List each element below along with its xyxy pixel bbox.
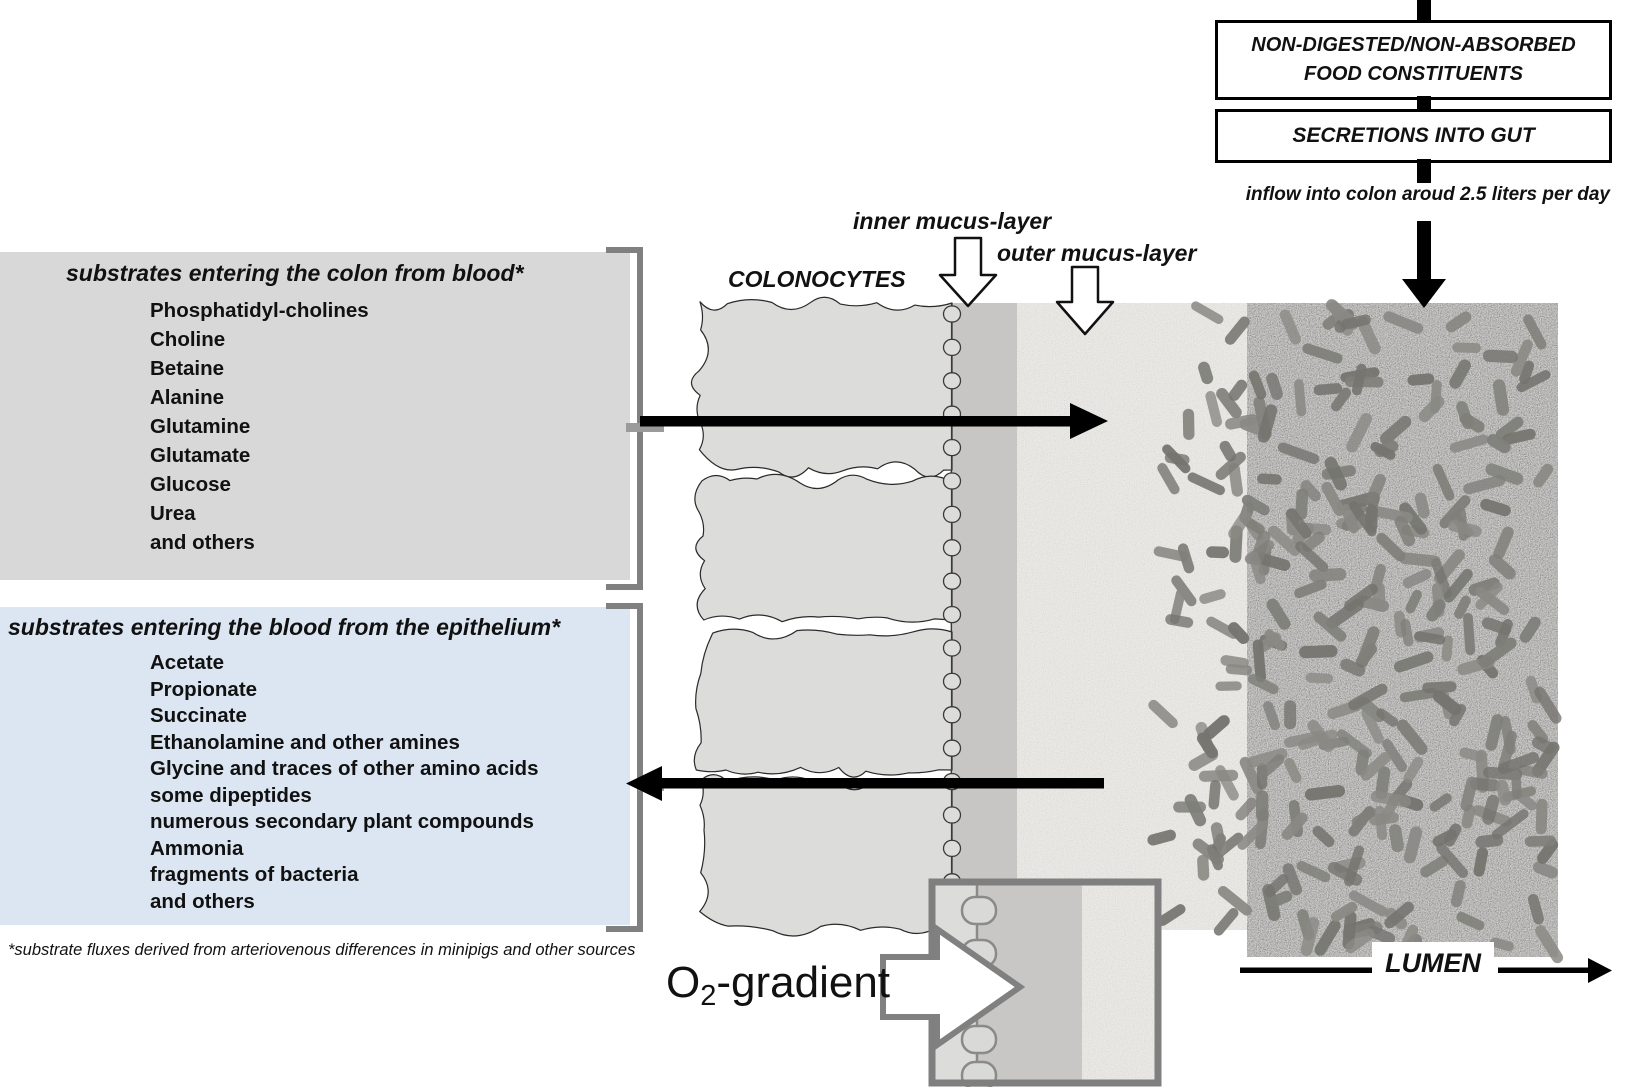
list-item: Glutamine xyxy=(150,415,251,438)
list-item: Urea xyxy=(150,502,196,525)
blood-to-colon-panel: substrates entering the colon from blood… xyxy=(0,252,630,580)
mucus-and-lumen-regions xyxy=(950,303,1558,957)
o2-gradient-arrow xyxy=(880,923,1026,1051)
list-item: Acetate xyxy=(150,651,225,674)
list-item: Glucose xyxy=(150,473,231,496)
epithelium-to-blood-panel: substrates entering the blood from the e… xyxy=(0,607,630,925)
outer-mucus-label: outer mucus-layer xyxy=(997,240,1197,266)
list-item: numerous secondary plant compounds xyxy=(150,810,534,833)
lumen-label: LUMEN xyxy=(1385,947,1481,978)
epithelium-panel-title: substrates entering the blood from the e… xyxy=(8,614,561,640)
lumen-to-blood-arrow xyxy=(626,766,1104,801)
list-item: fragments of bacteria xyxy=(150,863,359,886)
o2-gradient-label: O2-gradient xyxy=(666,958,890,1013)
list-item: Phosphatidyl-cholines xyxy=(150,299,369,322)
list-item: Glutamate xyxy=(150,444,251,467)
lumen-label-patch: LUMEN xyxy=(1372,942,1494,984)
outer-mucus-arrow xyxy=(1055,265,1115,336)
arrow-tail-fragment xyxy=(638,782,664,791)
list-item: Choline xyxy=(150,328,226,351)
secretions-into-gut-label: SECRETIONS INTO GUT xyxy=(1292,123,1535,147)
colonocyte-cell xyxy=(694,473,953,623)
o2-subscript: 2 xyxy=(700,980,717,1012)
footnote: *substrate fluxes derived from arteriove… xyxy=(8,941,636,959)
inset-inner-mucus xyxy=(977,882,1082,1083)
list-item: Ethanolamine and other amines xyxy=(150,730,460,754)
colonocyte-cell xyxy=(690,296,953,478)
bacteria-layer xyxy=(1147,299,1564,964)
list-item: Succinate xyxy=(150,704,247,727)
secretions-into-gut-box: SECRETIONS INTO GUT xyxy=(1215,109,1612,163)
list-item: Propionate xyxy=(150,677,258,701)
lumen-texture xyxy=(1247,303,1558,957)
inner-mucus-arrow xyxy=(938,236,998,308)
inset-brush-border xyxy=(960,895,998,1087)
colonocytes-cells xyxy=(690,296,953,937)
o2-inset-box xyxy=(928,878,1162,1087)
colonocyte-cell xyxy=(693,628,953,778)
list-item: Alanine xyxy=(150,386,225,409)
list-item: Ammonia xyxy=(150,836,244,860)
outer-mucus-region xyxy=(1017,303,1247,930)
arrow-tail-fragment xyxy=(626,423,664,432)
blood-to-lumen-arrow xyxy=(626,403,1108,439)
non-digested-food-line2: FOOD CONSTITUENTS xyxy=(1304,63,1523,85)
list-item: and others xyxy=(150,531,255,554)
list-item: Glycine and traces of other amino acids xyxy=(150,757,539,780)
colonocyte-cell xyxy=(699,774,953,937)
inset-outer-mucus xyxy=(1082,882,1158,1083)
non-digested-food-line1: NON-DIGESTED/NON-ABSORBED xyxy=(1251,34,1576,56)
o2-rest: -gradient xyxy=(716,958,891,1007)
inner-mucus-label: inner mucus-layer xyxy=(853,208,1052,234)
inflow-caption: inflow into colon aroud 2.5 liters per d… xyxy=(1245,184,1610,205)
non-digested-food-box: NON-DIGESTED/NON-ABSORBED FOOD CONSTITUE… xyxy=(1215,20,1612,100)
o2-base: O xyxy=(666,958,701,1007)
colonocytes-label: COLONOCYTES xyxy=(728,266,906,292)
list-item: and others xyxy=(150,889,255,913)
list-item: some dipeptides xyxy=(150,783,312,807)
brush-border-microvilli xyxy=(942,305,962,924)
list-item: Betaine xyxy=(150,357,225,380)
inner-mucus-region xyxy=(950,303,1017,930)
lumen-region xyxy=(1247,303,1558,957)
blood-panel-title: substrates entering the colon from blood… xyxy=(66,260,524,286)
outer-mucus-texture xyxy=(1017,303,1247,930)
